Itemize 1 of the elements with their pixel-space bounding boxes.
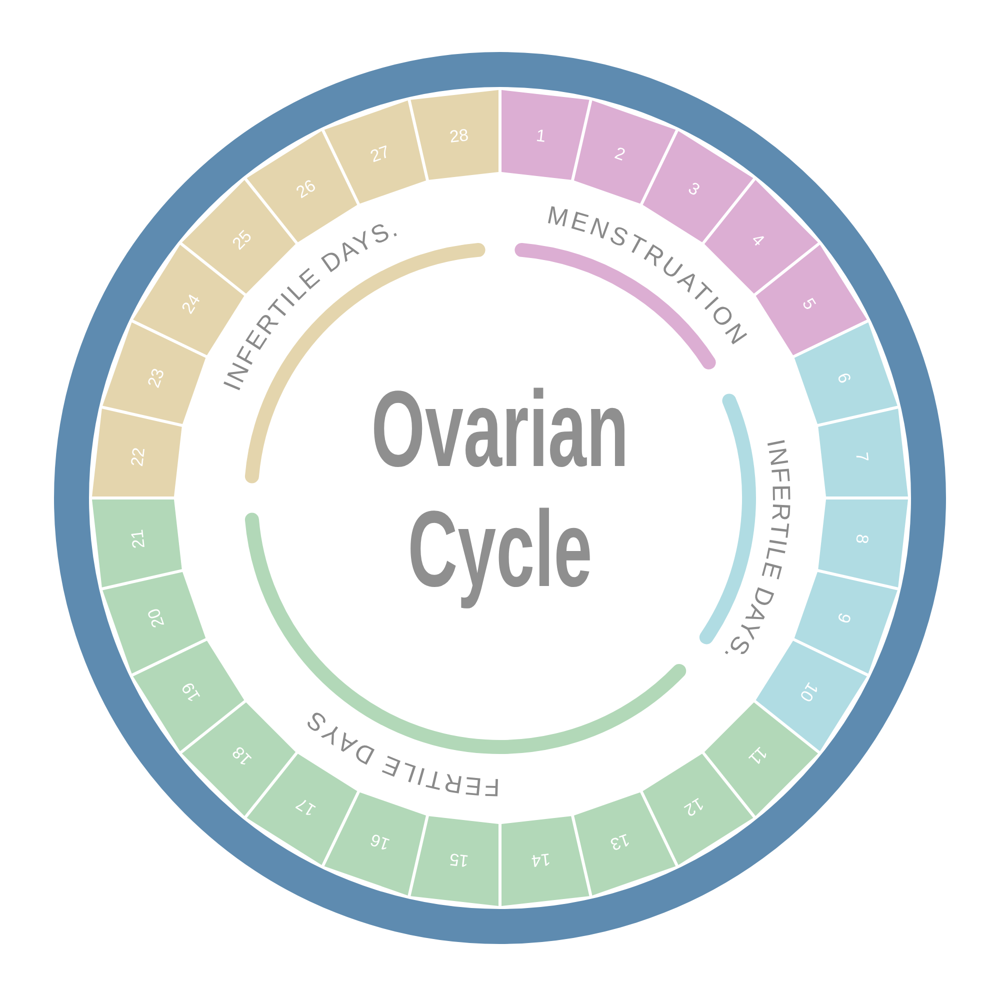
diagram-title: Ovarian Cycle (370, 369, 630, 609)
